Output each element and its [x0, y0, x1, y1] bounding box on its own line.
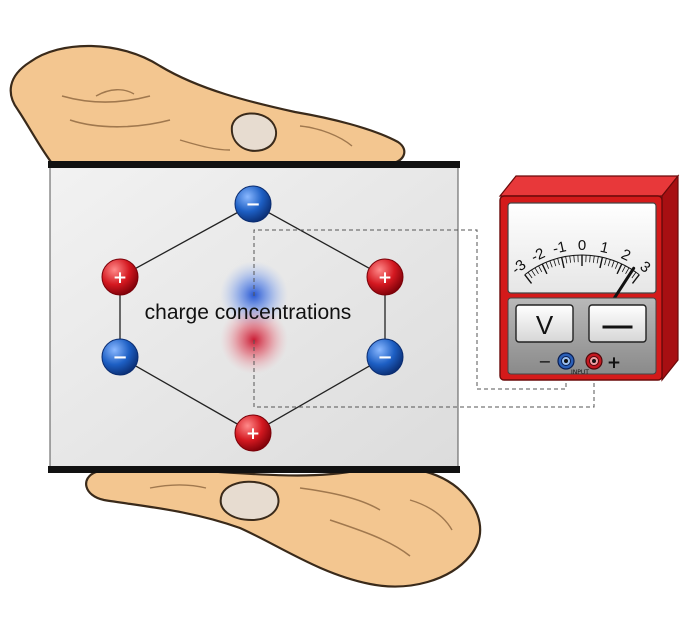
dial-tick	[614, 262, 619, 269]
negative-charge: −	[366, 338, 404, 376]
dashed-wires	[253, 229, 595, 408]
dial-tick	[589, 255, 591, 263]
dial-tick	[538, 265, 543, 273]
dial-tick	[524, 274, 533, 284]
negative-charge: −	[101, 338, 139, 376]
dial-tick	[531, 269, 536, 277]
minus-button[interactable]: —	[588, 304, 647, 343]
dial-tick	[534, 267, 539, 275]
svg-text:+: +	[246, 424, 260, 444]
svg-text:—: —	[603, 309, 633, 342]
charge-concentrations-label: charge concentrations	[145, 301, 352, 324]
dial-tick	[625, 267, 630, 275]
dial-tick	[541, 263, 548, 275]
top-electrode	[48, 161, 460, 168]
dial-tick	[565, 256, 568, 264]
dial-tick	[616, 263, 623, 275]
dial-tick	[596, 256, 599, 264]
v-button[interactable]: V	[515, 304, 574, 343]
dial-tick	[621, 265, 626, 273]
input-label: INPUT	[571, 369, 589, 376]
svg-text:−: −	[245, 194, 260, 215]
dial-tick	[549, 260, 553, 268]
dial-tick	[569, 255, 572, 263]
positive-charge: +	[101, 258, 139, 296]
dial-arc	[524, 254, 640, 276]
wire-negative	[253, 229, 567, 390]
svg-text:+: +	[378, 268, 392, 288]
dial-tick	[527, 272, 533, 279]
dial-tick	[611, 260, 615, 268]
jack-minus-label: −	[538, 352, 551, 371]
dial-tick	[553, 259, 557, 267]
dial-tick	[604, 258, 607, 266]
dial-scale-label: 0	[578, 237, 586, 254]
dial-tick	[560, 257, 565, 269]
positive-charge: +	[366, 258, 404, 296]
positive-input-jack[interactable]	[585, 352, 603, 370]
dial-tick	[631, 272, 637, 279]
dial-tick	[573, 255, 575, 263]
jack-plus-label: +	[607, 353, 621, 373]
lower-hand	[85, 465, 482, 588]
dial-tick	[599, 257, 604, 269]
svg-text:−: −	[112, 347, 127, 368]
bottom-electrode	[48, 466, 460, 473]
dial-tick	[557, 258, 560, 266]
dial-tick	[545, 262, 550, 269]
dial-tick	[631, 274, 640, 284]
svg-text:+: +	[113, 268, 127, 288]
dial-scale-label: -1	[551, 238, 568, 258]
upper-hand	[9, 44, 406, 168]
svg-text:−: −	[377, 347, 392, 368]
svg-text:V: V	[536, 310, 554, 340]
negative-input-jack[interactable]	[557, 352, 575, 370]
dial-tick	[607, 259, 611, 267]
dial-scale-label: -2	[528, 245, 547, 266]
dial-tick	[592, 255, 595, 263]
dial-scale-label: 1	[599, 239, 611, 257]
charge-atoms: − + + − − +	[101, 185, 404, 452]
negative-charge: −	[234, 185, 272, 223]
positive-charge: +	[234, 414, 272, 452]
